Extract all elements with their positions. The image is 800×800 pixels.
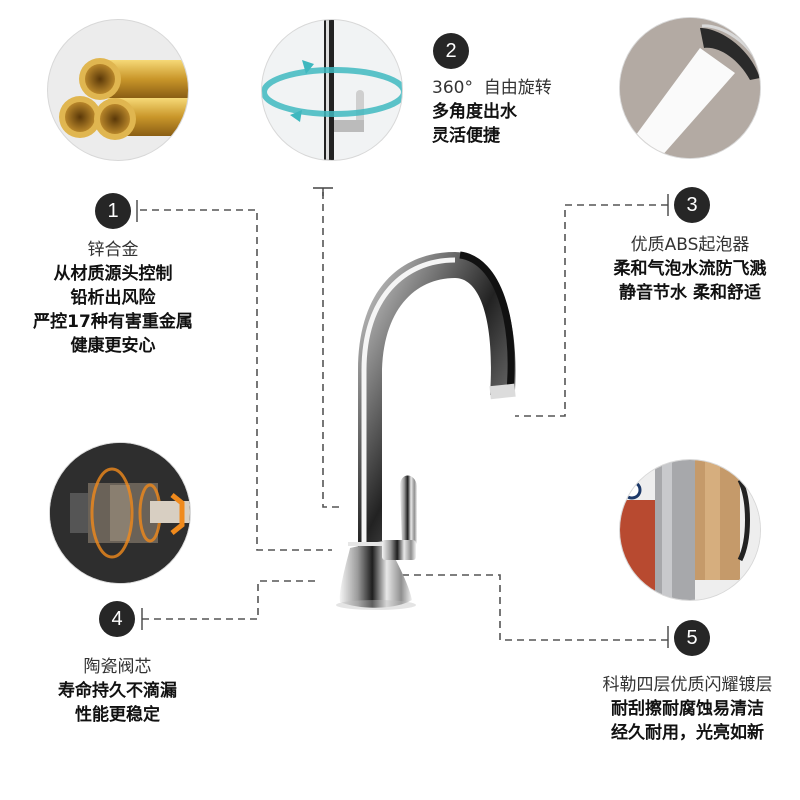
- feature-caption-3: 优质ABS起泡器 柔和气泡水流防飞溅 静音节水 柔和舒适: [585, 233, 795, 305]
- rotation-image: [262, 20, 402, 160]
- plating-layers-image: [620, 460, 760, 600]
- feature-badge-4: 4: [99, 601, 135, 637]
- feature-caption-4: 陶瓷阀芯 寿命持久不滴漏 性能更稳定: [20, 655, 215, 727]
- feature-title: 陶瓷阀芯: [83, 657, 152, 677]
- feature-title: 360° 自由旋转: [432, 78, 552, 98]
- feature-line: 寿命持久不滴漏: [58, 681, 177, 701]
- feature-title: 科勒四层优质闪耀镀层: [602, 675, 773, 695]
- feature-line: 柔和气泡水流防飞溅: [613, 259, 767, 279]
- feature-line: 灵活便捷: [432, 126, 500, 146]
- feature-badge-5: 5: [674, 620, 710, 656]
- feature-title: 锌合金: [87, 240, 139, 260]
- feature-line: 耐刮擦耐腐蚀易清洁: [611, 699, 764, 719]
- feature-line: 铅析出风险: [70, 288, 156, 308]
- feature-badge-1: 1: [95, 193, 131, 229]
- feature-line: 健康更安心: [70, 336, 156, 356]
- feature-badge-3: 3: [674, 187, 710, 223]
- brass-pipes-image: [48, 20, 188, 160]
- ceramic-valve-image: [50, 443, 190, 583]
- feature-line: 经久耐用，光亮如新: [611, 723, 764, 743]
- feature-caption-1: 锌合金 从材质源头控制 铅析出风险 严控17种有害重金属 健康更安心: [0, 238, 226, 358]
- feature-title: 优质ABS起泡器: [630, 235, 750, 255]
- feature-caption-2: 360° 自由旋转 多角度出水 灵活便捷: [432, 76, 552, 148]
- feature-line: 性能更稳定: [75, 705, 160, 725]
- faucet-product-image: [336, 251, 516, 610]
- feature-badge-2: 2: [433, 33, 469, 69]
- feature-line: 多角度出水: [432, 102, 517, 122]
- feature-line: 静音节水 柔和舒适: [619, 283, 761, 303]
- feature-line: 从材质源头控制: [53, 264, 173, 284]
- rotate-arrow-icon: [262, 67, 402, 117]
- feature-caption-5: 科勒四层优质闪耀镀层 耐刮擦耐腐蚀易清洁 经久耐用，光亮如新: [580, 673, 795, 745]
- aerator-image: [620, 18, 760, 158]
- feature-line: 严控17种有害重金属: [33, 312, 193, 332]
